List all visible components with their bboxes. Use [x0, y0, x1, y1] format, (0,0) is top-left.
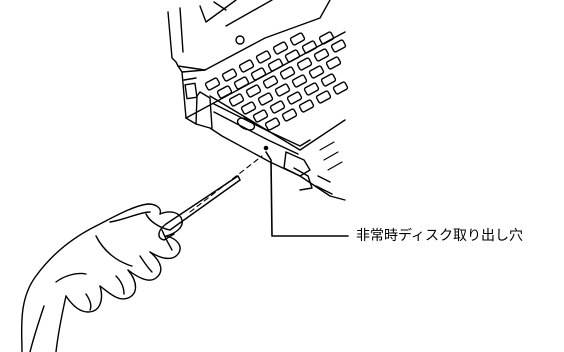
- keyboard-key: [255, 50, 272, 64]
- keyboard-key: [233, 76, 250, 90]
- keyboard-key: [315, 90, 332, 104]
- keyboard-key: [274, 83, 291, 97]
- keyboard-key: [269, 100, 286, 114]
- laptop-lid: [167, 0, 331, 71]
- keyboard-key: [250, 67, 267, 81]
- keyboard-key: [279, 66, 296, 80]
- keyboard-key: [301, 40, 318, 54]
- keyboard-key: [252, 109, 269, 123]
- keyboard-key: [257, 92, 274, 106]
- keyboard-key: [289, 32, 306, 46]
- keyboard-key: [303, 82, 320, 96]
- hand-icon: [20, 175, 241, 352]
- keyboard-key: [325, 56, 342, 70]
- keyboard-key: [318, 31, 335, 45]
- keyboard-key: [262, 75, 279, 89]
- keyboard-key: [240, 101, 257, 115]
- lid-latch-icon: [235, 35, 245, 45]
- keyboard-key: [308, 65, 325, 79]
- keyboard-key: [221, 68, 238, 82]
- callout-leader-line: [265, 151, 349, 237]
- keyboard-key: [228, 93, 245, 107]
- keyboard-key: [245, 84, 262, 98]
- keyboard-key: [264, 117, 281, 131]
- front-latch-icon: [283, 151, 311, 177]
- keyboard-key: [238, 59, 255, 73]
- body-shading: [319, 141, 343, 171]
- keyboard-key: [320, 73, 337, 87]
- keyboard-key: [298, 99, 315, 113]
- keyboard-key: [272, 41, 289, 55]
- keyboard-key: [291, 74, 308, 88]
- keyboard-key: [313, 48, 330, 62]
- keyboard-key: [330, 39, 347, 53]
- keyboard-key: [216, 85, 233, 99]
- callout-label: 非常時ディスク取り出し穴: [356, 228, 524, 244]
- keyboard-key: [296, 57, 313, 71]
- keyboard: [204, 31, 349, 131]
- laptop-base: [177, 31, 346, 201]
- keyboard-key: [332, 81, 349, 95]
- keyboard-key: [286, 91, 303, 105]
- keyboard-key: [281, 108, 298, 122]
- keyboard-key: [267, 58, 284, 72]
- keyboard-key: [284, 49, 301, 63]
- keyboard-key: [204, 77, 221, 91]
- emergency-eject-hole-icon: [263, 145, 269, 151]
- port-icon: [184, 82, 198, 100]
